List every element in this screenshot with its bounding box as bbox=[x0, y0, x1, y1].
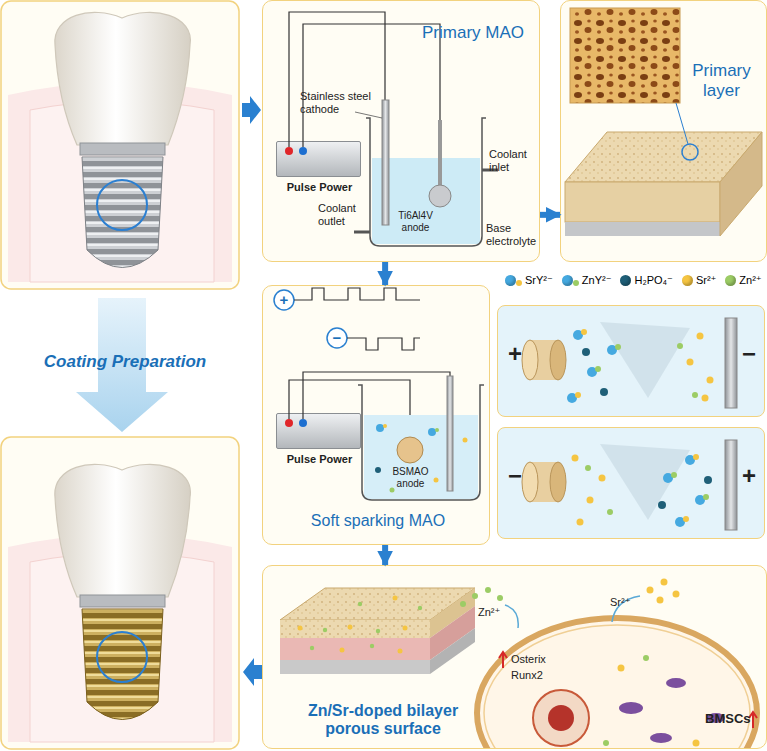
node-text: − bbox=[738, 340, 760, 368]
legend-text: H₂PO₄⁻ bbox=[634, 274, 672, 287]
annotation-label: − bbox=[329, 329, 345, 346]
implant-before bbox=[8, 83, 232, 283]
legend-swatch bbox=[620, 275, 631, 286]
legend-text: ZnY²⁻ bbox=[582, 274, 612, 287]
annotation-label: Coating Preparation bbox=[20, 352, 230, 372]
implant-after bbox=[1, 437, 239, 749]
legend-item: ZnY²⁻ bbox=[562, 274, 612, 287]
legend-item: Sr²⁺ bbox=[682, 274, 716, 287]
node-text: Osterix bbox=[511, 653, 571, 666]
legend: SrY²⁻ ZnY²⁻ H₂PO₄⁻ Sr²⁺ Zn²⁺ bbox=[505, 274, 762, 287]
power-supply: Pulse Power bbox=[276, 141, 361, 177]
annotation-label: Ti6Al4V anode bbox=[388, 210, 443, 233]
annotation-label: + bbox=[276, 291, 292, 308]
cell-part bbox=[484, 625, 750, 749]
annotation-label: Coolant outlet bbox=[318, 202, 366, 227]
implant-before bbox=[97, 180, 147, 230]
cell-part bbox=[693, 740, 700, 747]
flow-connector bbox=[540, 212, 560, 218]
legend-item: Zn²⁺ bbox=[725, 274, 761, 287]
implant-before bbox=[1, 1, 239, 289]
legend-swatch bbox=[505, 275, 516, 286]
node-text: Primary layer bbox=[679, 61, 764, 100]
implant-before bbox=[30, 101, 214, 282]
ligand-ball bbox=[516, 280, 522, 286]
implant-after bbox=[82, 609, 163, 720]
cell-part bbox=[477, 618, 757, 749]
annotation-label: Coolant inlet bbox=[489, 148, 537, 173]
node-text: Soft sparking MAO bbox=[278, 512, 478, 530]
stem-cell: OsterixRunx2 bbox=[471, 613, 763, 749]
flow-connector bbox=[382, 545, 388, 565]
node-text: Zn/Sr-doped bilayer porous surface bbox=[283, 702, 483, 739]
flow-arrow bbox=[242, 96, 261, 124]
cell-part bbox=[618, 665, 625, 672]
implant-after bbox=[1, 437, 239, 749]
annotation-label: Sr²⁺ bbox=[610, 596, 650, 609]
node-text: + bbox=[738, 462, 760, 490]
cell-part bbox=[548, 705, 574, 731]
legend-text: Zn²⁺ bbox=[739, 274, 761, 287]
cell-part bbox=[643, 655, 649, 661]
result-panel: Zn/Sr-doped bilayer porous surfaceOsteri… bbox=[262, 565, 767, 749]
node-text: + bbox=[504, 340, 526, 368]
legend-item: H₂PO₄⁻ bbox=[620, 274, 672, 287]
legend-swatch bbox=[682, 275, 693, 286]
implant-after bbox=[30, 553, 214, 742]
node-text: Pulse Power bbox=[272, 453, 367, 466]
cell-part bbox=[666, 678, 686, 688]
legend-text: Sr²⁺ bbox=[696, 274, 716, 287]
process-panel: Soft sparking MAO Pulse Power bbox=[262, 285, 490, 545]
implant-before bbox=[55, 12, 191, 155]
cell-part bbox=[533, 690, 589, 746]
node-text: Primary MAO bbox=[413, 23, 533, 43]
implant-after bbox=[8, 535, 232, 743]
ion-migration-panel: −+ bbox=[497, 427, 765, 539]
cell-part bbox=[650, 733, 672, 743]
legend-item: SrY²⁻ bbox=[505, 274, 553, 287]
node-text: Pulse Power bbox=[272, 181, 367, 194]
annotation-label: BMSCs bbox=[705, 712, 755, 727]
flow-connector bbox=[382, 262, 388, 285]
annotation-label: Base electrolyte bbox=[486, 222, 542, 247]
legend-swatch bbox=[562, 275, 573, 286]
cell-part bbox=[603, 740, 609, 746]
ion-migration-panel: +− bbox=[497, 305, 765, 417]
cell-part bbox=[619, 702, 643, 714]
flow-arrow bbox=[243, 658, 262, 686]
implant-before bbox=[82, 157, 163, 268]
ligand-ball bbox=[573, 280, 579, 286]
implant-before bbox=[1, 1, 239, 289]
result-panel: Primary layer bbox=[560, 0, 767, 262]
flow-arrow bbox=[242, 96, 262, 686]
node-text: − bbox=[504, 462, 526, 490]
annotation-label: Zn²⁺ bbox=[478, 606, 518, 619]
implant-after bbox=[97, 632, 147, 682]
annotation-label: Stainless steel cathode bbox=[300, 90, 380, 115]
legend-swatch bbox=[725, 275, 736, 286]
power-supply: Pulse Power bbox=[276, 413, 361, 449]
annotation-label: BSMAO anode bbox=[383, 466, 438, 489]
implant-after bbox=[55, 464, 191, 607]
legend-text: SrY²⁻ bbox=[525, 274, 553, 287]
node-text: Runx2 bbox=[511, 669, 571, 682]
implant-after bbox=[8, 464, 232, 742]
